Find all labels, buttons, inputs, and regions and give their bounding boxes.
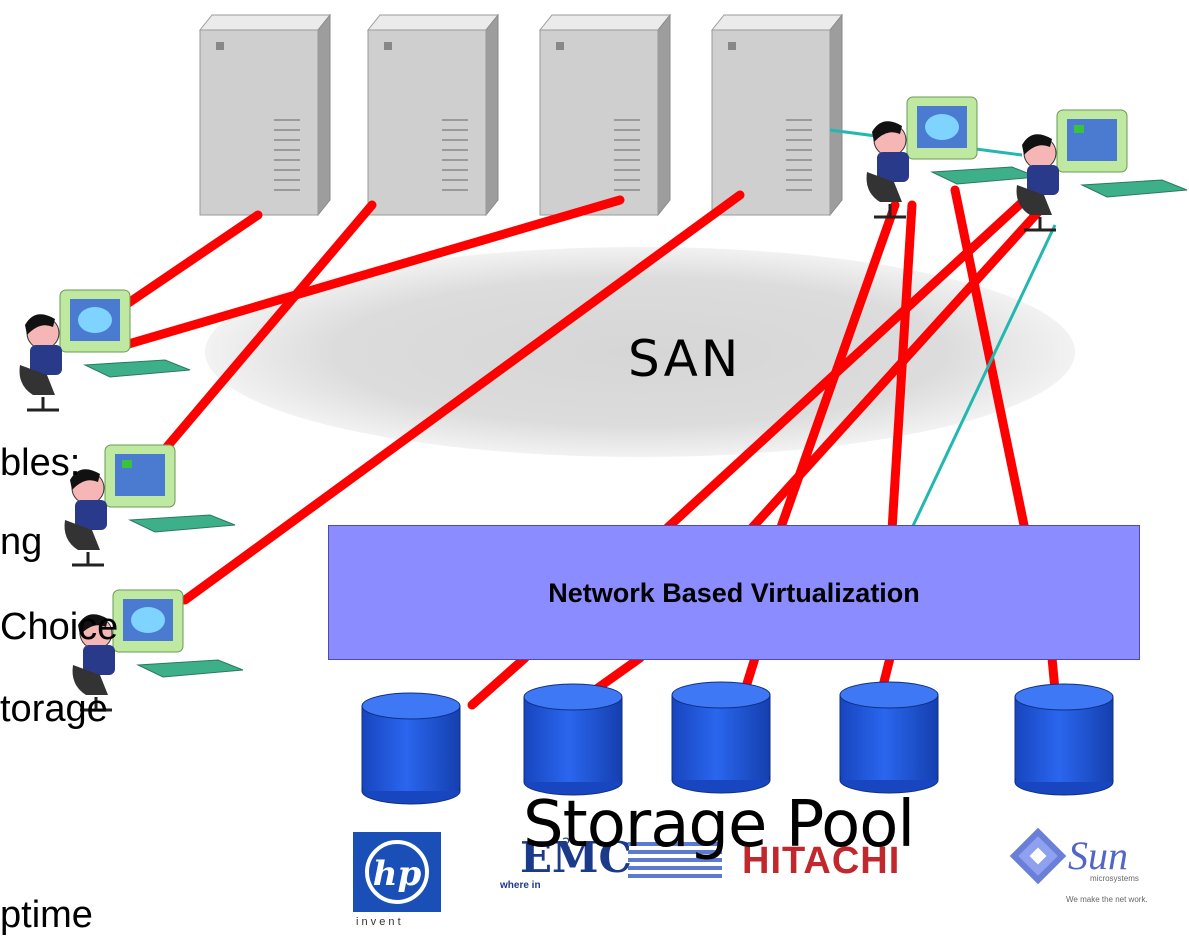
cable — [590, 653, 645, 695]
storage-pool-label: Storage Pool — [523, 788, 915, 862]
network-virtualization-box — [328, 525, 1140, 660]
cable — [113, 210, 263, 315]
svg-text:EMC: EMC — [520, 833, 632, 882]
cable — [660, 190, 1035, 535]
sun-wordmark: Sun — [1068, 833, 1128, 878]
sun-logo — [1009, 827, 1067, 885]
hp-tagline: i n v e n t — [356, 916, 401, 928]
disk-2 — [523, 683, 623, 796]
hp-logo: hp — [353, 832, 441, 912]
side-text-line-5: ptime — [0, 894, 93, 936]
hitachi-wordmark: HITACHI — [742, 840, 901, 882]
disk-5 — [1014, 683, 1114, 796]
cable — [120, 195, 625, 350]
network-virtualization-label: Network Based Virtualization — [548, 578, 920, 608]
ibm-logo — [628, 842, 722, 878]
admin-1 — [19, 289, 191, 412]
server-1 — [198, 13, 332, 217]
side-text-line-4: torage — [0, 688, 108, 730]
cable — [745, 205, 1045, 535]
disk-3 — [671, 681, 771, 794]
admin-2 — [64, 444, 236, 567]
sun-subtitle: microsystems — [1090, 874, 1139, 883]
server-4 — [710, 13, 844, 217]
server-2 — [366, 13, 500, 217]
side-text-line-1: bles: — [0, 442, 81, 484]
side-text-line-3: Choice — [0, 606, 119, 648]
disk-4 — [839, 681, 939, 794]
cable — [155, 200, 377, 460]
disk-1 — [361, 692, 461, 805]
cable — [467, 653, 530, 710]
svg-text:2: 2 — [562, 836, 571, 852]
admin-4 — [866, 96, 1038, 219]
admin-5 — [1016, 109, 1188, 232]
emc-tagline: where in — [500, 880, 541, 891]
server-3 — [538, 13, 672, 217]
svg-text:hp: hp — [373, 854, 422, 894]
admin-3 — [72, 589, 244, 712]
sun-tagline: We make the net work. — [1066, 895, 1148, 904]
san-cables — [113, 185, 1060, 710]
cable — [180, 190, 745, 605]
san-label: SAN — [628, 330, 742, 388]
emc-logo: EMC 2 — [520, 833, 632, 882]
side-text-line-2: ng — [0, 521, 43, 563]
